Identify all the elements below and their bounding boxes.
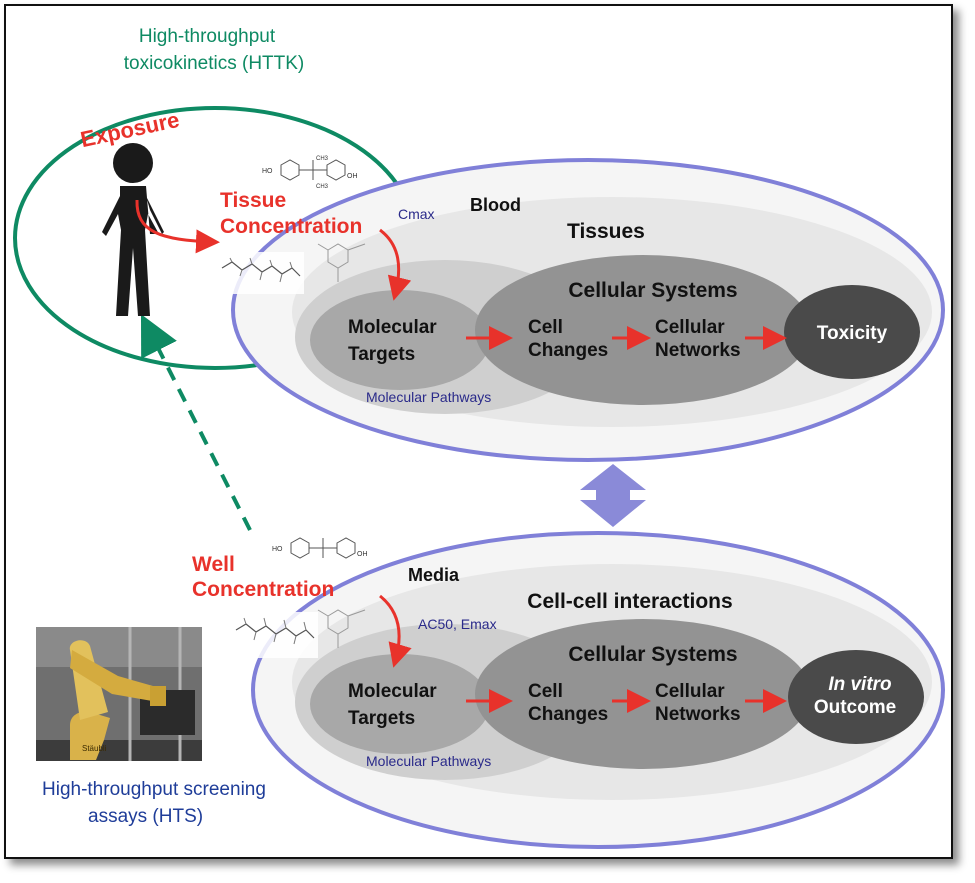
robot-photo: Stäubli (36, 627, 202, 761)
cell-cell-label: Cell-cell interactions (527, 590, 732, 613)
molecular-targets-node (310, 290, 490, 390)
blood-label: Blood (470, 195, 521, 215)
double-arrow-icon (580, 464, 646, 527)
bisphenol-structure-icon-vitro: HO OH (272, 537, 368, 559)
well-to-target-arrow (379, 594, 412, 668)
tissue-concentration-line2: Concentration (220, 215, 362, 238)
toxicity-label: Toxicity (817, 323, 888, 344)
in-vitro-outcome-line2: Outcome (814, 697, 896, 718)
in-vitro-outcome-node (788, 650, 924, 744)
tissues-label: Tissues (567, 220, 645, 243)
ac50-emax-label: AC50, Emax (418, 616, 497, 632)
cellular-systems-ellipse (475, 255, 811, 405)
molecular-targets-line2-vitro: Targets (348, 708, 415, 729)
robot-brand-label: Stäubli (82, 744, 107, 753)
in-vitro-outcome-line1: In vitro (828, 674, 891, 695)
well-concentration-line2: Concentration (192, 578, 334, 601)
cellular-systems-label: Cellular Systems (568, 279, 737, 302)
person-icon (102, 143, 164, 316)
atrazine-structure-icon-vitro (317, 609, 366, 648)
pfos-structure-icon-vitro (232, 612, 318, 658)
hts-title-line2: assays (HTS) (88, 806, 203, 827)
chem-oh-label: OH (347, 173, 358, 180)
cellular-systems-label-vitro: Cellular Systems (568, 643, 737, 666)
atrazine-structure-icon (317, 243, 366, 282)
cellular-systems-ellipse-vitro (475, 619, 811, 769)
cell-changes-line1-vitro: Cell (528, 681, 563, 702)
cellular-networks-line2-vitro: Networks (655, 704, 741, 725)
cellular-networks-line1: Cellular (655, 317, 725, 338)
chem-oh-label-vitro: OH (357, 551, 368, 558)
tissue-concentration-line1: Tissue (220, 189, 286, 212)
tissue-to-target-arrow (379, 228, 412, 301)
molecular-targets-line1-vitro: Molecular (348, 681, 437, 702)
dashed-link-arrow (140, 314, 252, 531)
chem-ho-label: HO (262, 168, 273, 175)
well-concentration-line1: Well (192, 553, 235, 576)
media-label: Media (408, 565, 460, 585)
chem-ch3-label: CH3 (316, 156, 329, 162)
cell-changes-line2: Changes (528, 340, 608, 361)
chem-ch3-label-2: CH3 (316, 184, 329, 190)
exposure-arrow (135, 199, 220, 254)
cellular-networks-line1-vitro: Cellular (655, 681, 725, 702)
chem-ho-label-vitro: HO (272, 546, 283, 553)
molecular-targets-node-vitro (310, 654, 490, 754)
hts-title-line1: High-throughput screening (42, 779, 266, 800)
httk-title-line2: toxicokinetics (HTTK) (124, 53, 305, 74)
cell-changes-line2-vitro: Changes (528, 704, 608, 725)
bisphenol-structure-icon: HO OH CH3 CH3 (262, 156, 358, 190)
pfos-structure-icon (218, 252, 304, 294)
cell-changes-line1: Cell (528, 317, 563, 338)
molecular-targets-line1: Molecular (348, 317, 437, 338)
cmax-label: Cmax (398, 206, 435, 222)
molecular-targets-line2: Targets (348, 344, 415, 365)
httk-title-line1: High-throughput (139, 26, 276, 47)
cellular-networks-line2: Networks (655, 340, 741, 361)
molecular-pathways-label: Molecular Pathways (366, 389, 491, 405)
toxicity-node (784, 285, 920, 379)
molecular-pathways-label-vitro: Molecular Pathways (366, 753, 491, 769)
